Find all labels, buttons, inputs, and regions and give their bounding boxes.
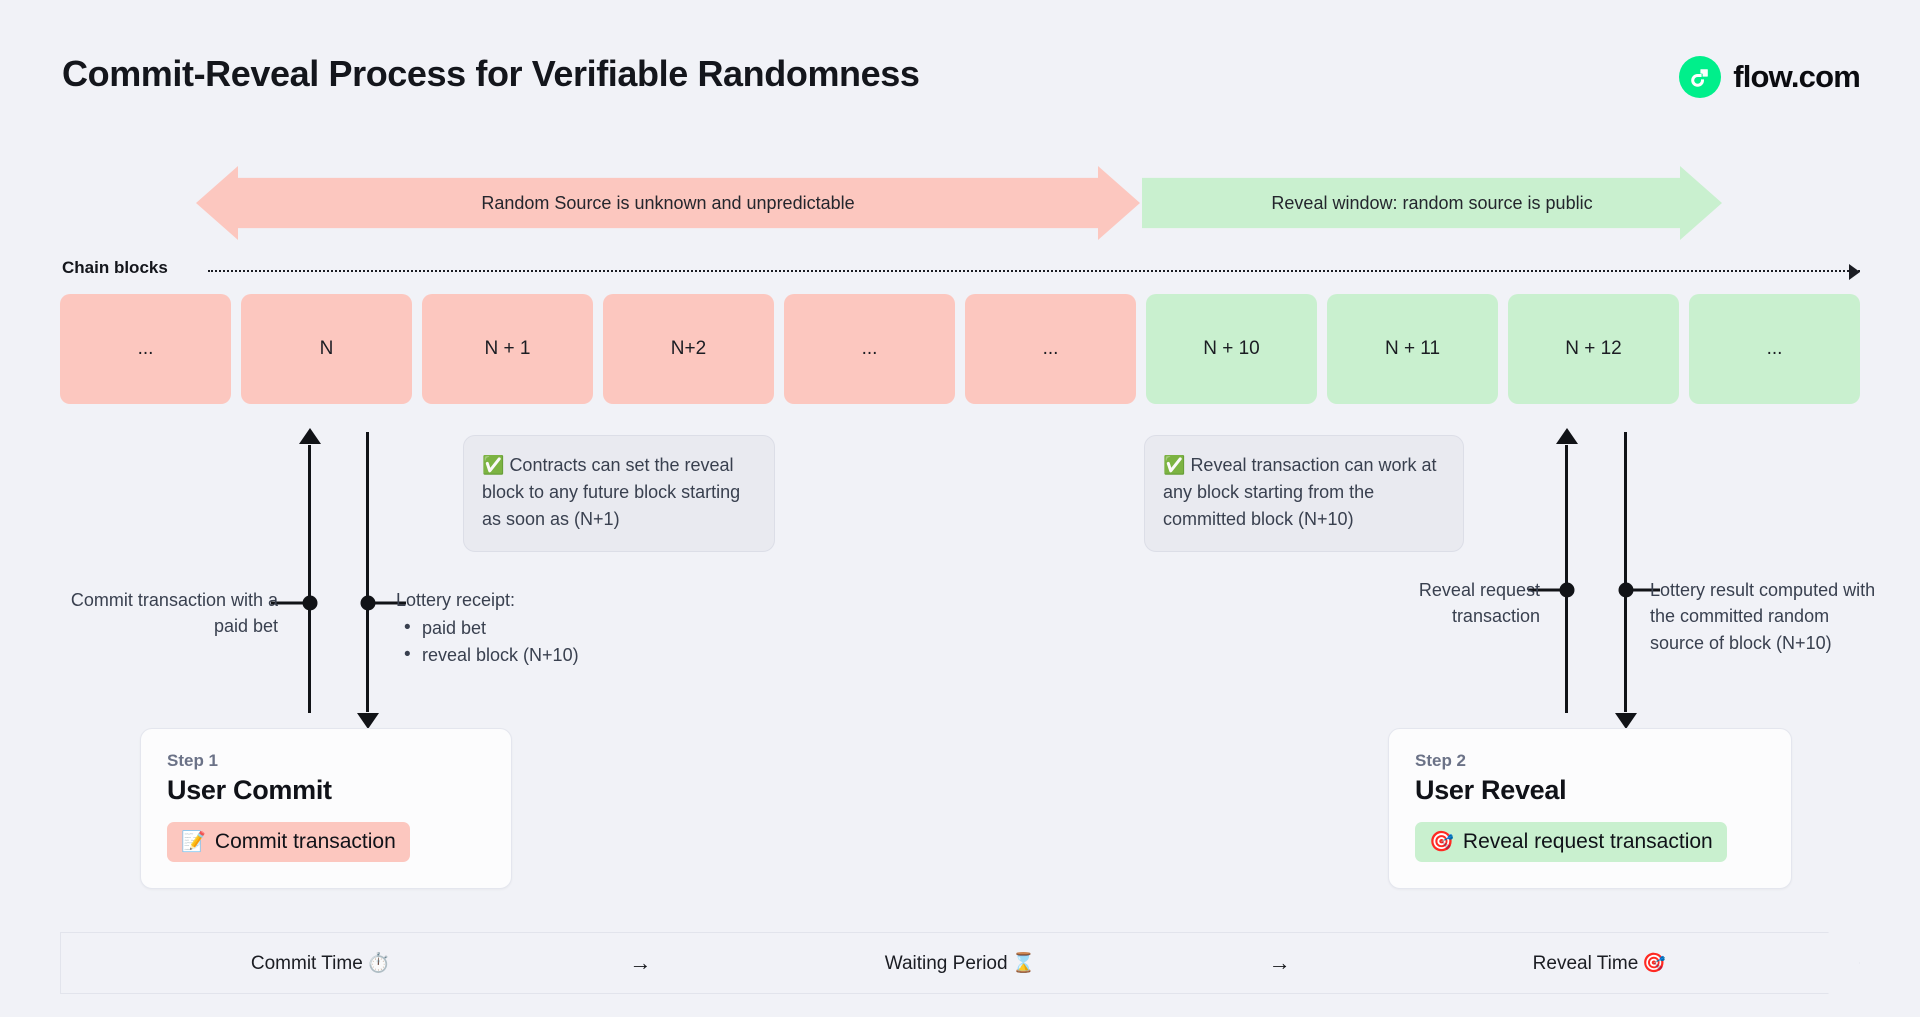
annotation-lottery-receipt-title: Lottery receipt: — [396, 590, 516, 610]
callout-reveal-text: Reveal transaction can work at any block… — [1163, 455, 1437, 529]
phase-band-reveal: Reveal window: random source is public — [1142, 166, 1722, 240]
callout-commit-text: Contracts can set the reveal block to an… — [482, 455, 741, 529]
phase-bar-segment-label: Commit Time — [250, 953, 363, 974]
chain-block-label: ... — [1042, 338, 1059, 359]
step-card-1-title: User Commit — [167, 775, 332, 805]
step-card-2-title: User Reveal — [1415, 775, 1567, 805]
arrow-down-icon — [356, 713, 379, 729]
chain-block-label: N + 1 — [484, 338, 531, 359]
reveal-request-transaction-badge: 🎯 Reveal request transaction — [1415, 822, 1727, 862]
callout-commit-window: ✅ Contracts can set the reveal block to … — [463, 435, 775, 552]
step-card-user-reveal[interactable]: Step 2 User Reveal 🎯 Reveal request tran… — [1388, 728, 1792, 889]
chain-axis — [208, 264, 1860, 280]
arrow-reveal-request — [1528, 428, 1578, 713]
phase-bar-segment: Reveal Time🎯 — [1340, 951, 1859, 975]
arrow-result-node — [1618, 582, 1633, 598]
arrow-commit-node — [302, 595, 317, 611]
chain-block-label: ... — [1766, 338, 1783, 359]
chevron-right-icon — [1849, 264, 1860, 280]
check-mark-button-emoji: ✅ — [1163, 455, 1186, 475]
arrow-revealreq-stub — [1528, 588, 1562, 592]
chain-blocks-label: Chain blocks — [62, 258, 168, 277]
arrow-down-icon — [1614, 713, 1637, 729]
arrow-receipt-stub — [372, 601, 406, 605]
arrow-lottery-receipt — [356, 432, 406, 729]
chain-block-row: ... N N + 1 N+2...... N + 10 N + 11 N + 12... — [60, 294, 1860, 404]
arrow-up-icon — [298, 428, 321, 444]
commit-transaction-badge: 📝 Commit transaction — [167, 822, 410, 862]
chain-block-label: ... — [137, 338, 154, 359]
phase-band-reveal-label: Reveal window: random source is public — [1271, 192, 1593, 213]
chain-block[interactable]: N+2 — [603, 294, 774, 404]
brand-name: flow.com — [1733, 59, 1861, 94]
arrow-result-stub — [1630, 588, 1660, 592]
chain-block[interactable]: ... — [1689, 294, 1860, 404]
arrow-right-icon: → — [1268, 950, 1291, 975]
timeline-phase-bar: Commit Time⏱️ → Waiting Period⌛ → Reveal Tim… — [60, 932, 1860, 994]
chain-block-label: N+2 — [670, 338, 707, 359]
annotation-reveal-request: Reveal request transaction — [1418, 580, 1540, 627]
chain-block-label: N + 10 — [1203, 338, 1260, 359]
annotation-lottery-receipt-item: paid bet — [396, 614, 696, 642]
chain-block[interactable]: N — [241, 294, 412, 404]
reveal-request-transaction-badge-label: Reveal request transaction — [1462, 830, 1713, 853]
chain-block[interactable]: ... — [965, 294, 1136, 404]
arrow-right-icon: → — [629, 950, 652, 975]
annotation-lottery-receipt-item: reveal block (N+10) — [396, 641, 696, 669]
arrow-revealreq-node — [1559, 582, 1574, 598]
annotation-commit-transaction: Commit transaction with a paid bet — [70, 590, 278, 637]
commit-transaction-badge-label: Commit transaction — [214, 830, 396, 853]
memo-emoji: 📝 — [181, 831, 206, 853]
hourglass-done-emoji: ⌛ — [1011, 953, 1036, 974]
chain-block[interactable]: N + 11 — [1327, 294, 1498, 404]
phase-band-unknown-label: Random Source is unknown and unpredictab… — [481, 192, 855, 213]
flow-logo-icon — [1679, 56, 1722, 98]
callout-reveal-window: ✅ Reveal transaction can work at any blo… — [1144, 435, 1464, 552]
chain-block[interactable]: N + 10 — [1146, 294, 1317, 404]
chain-block-label: N + 11 — [1384, 338, 1441, 359]
step-card-2-kicker: Step 2 — [1415, 751, 1467, 770]
phase-bar-segment-label: Waiting Period — [884, 953, 1008, 974]
chain-block-label: N + 12 — [1565, 338, 1622, 359]
arrow-receipt-node — [360, 595, 375, 611]
page-title: Commit-Reveal Process for Verifiable Ran… — [62, 53, 920, 94]
direct-hit-emoji: 🎯 — [1642, 953, 1666, 974]
step-card-1-kicker: Step 1 — [167, 751, 219, 770]
phase-bar-segment-label: Reveal Time — [1532, 953, 1639, 974]
chain-block-label: ... — [861, 338, 878, 359]
arrow-lottery-result — [1614, 432, 1660, 729]
annotation-lottery-result: Lottery result computed with the committ… — [1650, 580, 1876, 653]
phase-bar-segment: Commit Time⏱️ — [61, 951, 580, 975]
check-mark-button-emoji: ✅ — [482, 455, 505, 475]
chain-block[interactable]: N + 1 — [422, 294, 593, 404]
arrow-commit-stub — [271, 601, 305, 605]
stopwatch-emoji: ⏱️ — [366, 953, 391, 974]
chain-block[interactable]: ... — [60, 294, 231, 404]
step-card-user-commit[interactable]: Step 1 User Commit 📝 Commit transaction — [140, 728, 512, 889]
chain-block-label: N — [319, 338, 334, 359]
chain-block[interactable]: N + 12 — [1508, 294, 1679, 404]
annotation-lottery-receipt: Lottery receipt: paid betreveal block (N… — [396, 587, 696, 669]
arrow-up-icon — [1555, 428, 1578, 444]
brand-logo: flow.com — [1679, 56, 1861, 98]
annotation-lottery-receipt-list: paid betreveal block (N+10) — [396, 614, 696, 669]
direct-hit-emoji: 🎯 — [1429, 831, 1454, 853]
phase-band-unknown: Random Source is unknown and unpredictab… — [196, 166, 1140, 240]
phase-bar-segment: Waiting Period⌛ — [700, 951, 1219, 975]
chain-block[interactable]: ... — [784, 294, 955, 404]
arrow-commit-transaction — [271, 428, 321, 713]
